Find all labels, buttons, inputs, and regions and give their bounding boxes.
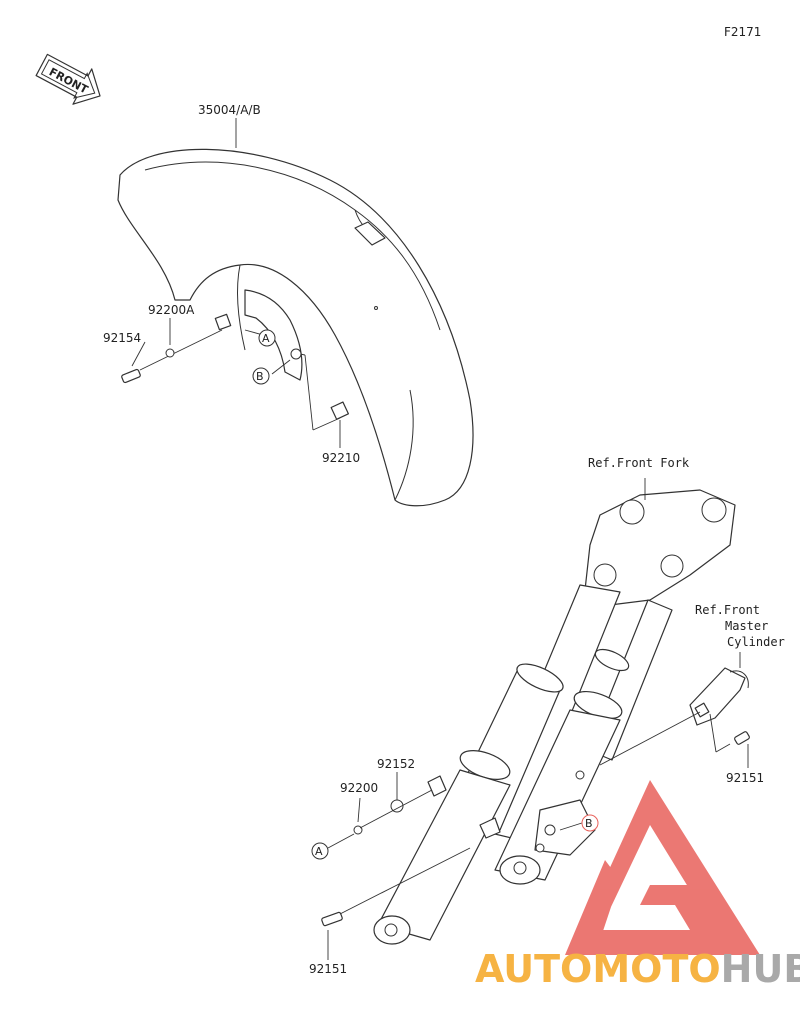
svg-text:A: A	[262, 332, 270, 345]
part-number-92200A: 92200A	[148, 303, 195, 317]
watermark-triangle-logo	[565, 780, 760, 955]
callout-b-fender: B	[252, 367, 270, 385]
callout-b-fork: B	[581, 814, 599, 832]
svg-text:B: B	[256, 370, 264, 383]
washer-92200A	[165, 348, 175, 358]
figure-code: F2171	[724, 25, 761, 39]
part-number-92200: 92200	[340, 781, 378, 795]
svg-text:A: A	[315, 845, 323, 858]
part-number-92151-left: 92151	[309, 962, 347, 976]
callout-a-fender: A	[258, 329, 276, 347]
automotohub-watermark: AUTOMOTOHUB	[475, 780, 800, 991]
nut-92210	[294, 352, 349, 431]
watermark-text-gray: HUB	[721, 947, 800, 991]
fender-bolt-92154	[121, 329, 223, 384]
svg-text:B: B	[585, 817, 593, 830]
svg-text:AUTOMOTOHUB: AUTOMOTOHUB	[475, 947, 800, 991]
ref-master-cylinder-line3: Cylinder	[727, 635, 785, 649]
part-number-92152: 92152	[377, 757, 415, 771]
part-number-92154: 92154	[103, 331, 141, 345]
bolt-92151-right	[709, 713, 750, 768]
callout-a-fork: A	[311, 842, 329, 860]
part-number-92210: 92210	[322, 451, 360, 465]
ref-master-cylinder-line2: Master	[725, 619, 768, 633]
ref-master-cylinder-line1: Ref.Front	[695, 603, 760, 617]
part-number-35004: 35004/A/B	[198, 103, 261, 117]
front-fender	[117, 148, 474, 507]
ref-front-fork: Ref.Front Fork	[588, 456, 690, 470]
front-fork-assembly	[373, 478, 736, 945]
part-number-92151-right: 92151	[726, 771, 764, 785]
watermark-text-orange: AUTOMOTO	[475, 947, 721, 991]
hose-clamp	[599, 667, 749, 766]
bolt-92151-left	[321, 847, 471, 960]
front-arrow-icon: FRONT	[35, 53, 101, 105]
nut-insert	[214, 313, 232, 331]
